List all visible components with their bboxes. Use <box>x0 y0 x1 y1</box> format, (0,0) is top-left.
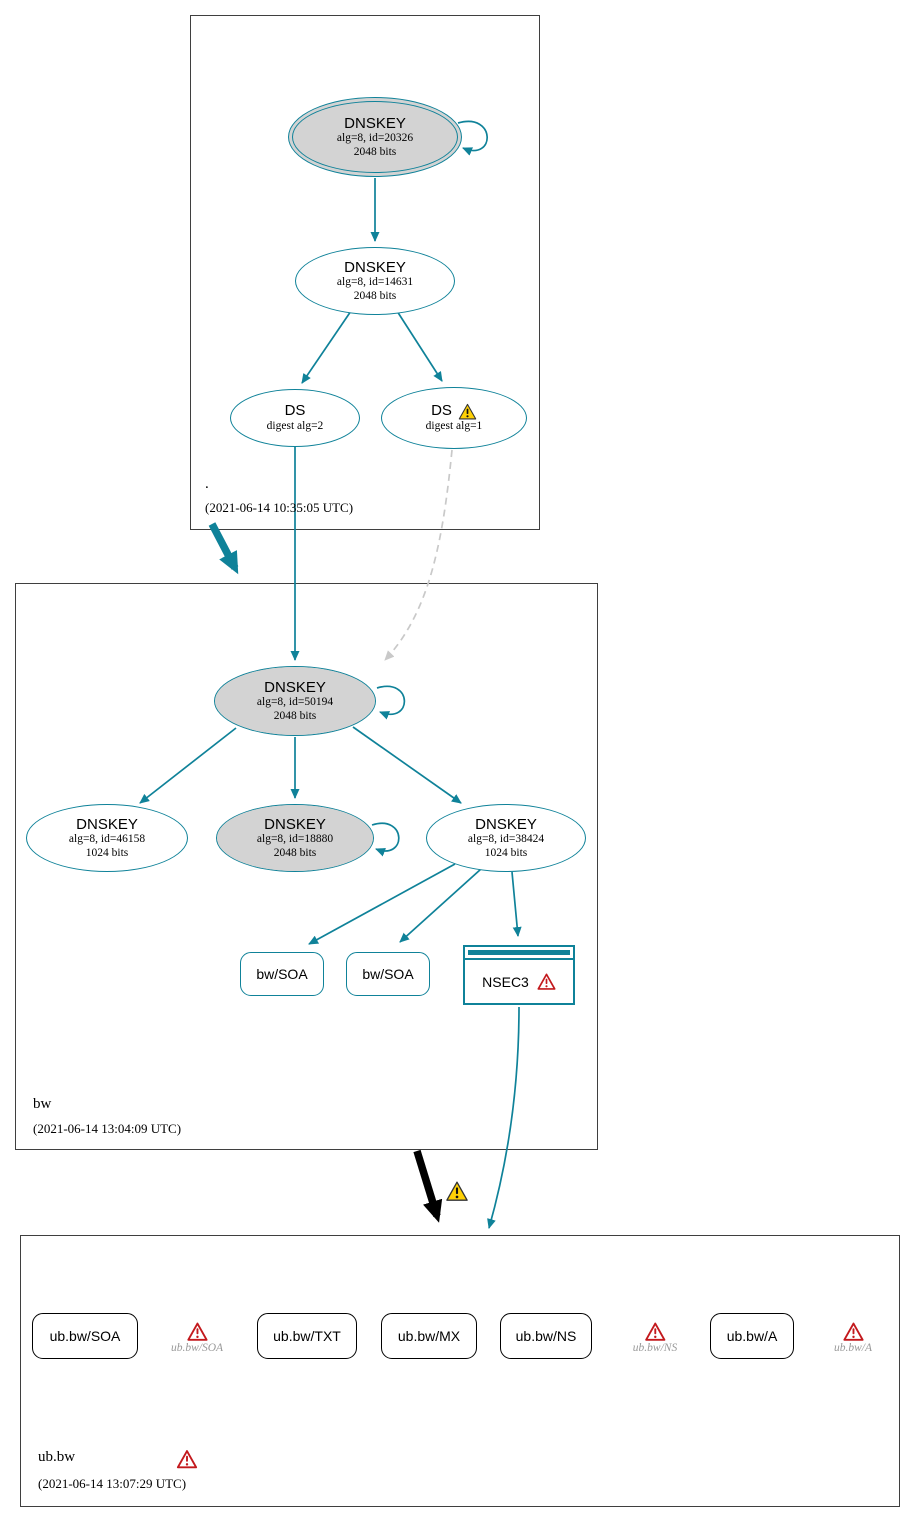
node-title: DNSKEY <box>344 114 406 132</box>
zone-bw-box <box>15 583 598 1150</box>
node-alg: alg=8, id=18880 <box>256 833 334 846</box>
edge-key18880-selfloop <box>371 822 400 857</box>
error-icon <box>644 1322 666 1341</box>
rrset-error-ubbw-a: ub.bw/A <box>834 1322 872 1354</box>
error-icon <box>186 1322 208 1341</box>
zone-root-timestamp: (2021-06-14 10:35:05 UTC) <box>205 500 354 515</box>
edge-root-ksk-selfloop <box>457 120 488 156</box>
dnskey-node-50194[interactable]: DNSKEY alg=8, id=50194 2048 bits <box>214 666 376 736</box>
error-icon <box>842 1322 864 1341</box>
zone-ubbw-label: ub.bw <box>38 1449 76 1465</box>
node-title: DS <box>431 402 452 420</box>
node-title: DNSKEY <box>264 815 326 833</box>
node-title: DNSKEY <box>264 678 326 696</box>
edge-key38424-soa2 <box>399 868 482 943</box>
rrset-bw-soa-1[interactable]: bw/SOA <box>240 952 324 996</box>
rrset-error-ubbw-soa: ub.bw/SOA <box>171 1322 223 1354</box>
rrset-error-label: ub.bw/A <box>833 1342 873 1354</box>
dnskey-node-18880[interactable]: DNSKEY alg=8, id=18880 2048 bits <box>216 804 374 872</box>
node-bits: 2048 bits <box>353 145 397 158</box>
edge-bw-ksk-key38424 <box>352 726 462 804</box>
warning-icon <box>446 1181 469 1202</box>
rrset-label: ub.bw/NS <box>515 1328 577 1344</box>
node-bits: 1024 bits <box>85 846 129 859</box>
nsec3-header <box>465 947 573 960</box>
dnskey-node-38424[interactable]: DNSKEY alg=8, id=38424 1024 bits <box>426 804 586 872</box>
edge-key38424-nsec3 <box>511 871 522 937</box>
edge-root-zsk-ds1 <box>396 310 443 382</box>
zone-bw-timestamp: (2021-06-14 13:04:09 UTC) <box>33 1121 182 1136</box>
zone-ubbw-box <box>20 1235 900 1507</box>
zone-ubbw-timestamp: (2021-06-14 13:07:29 UTC) <box>38 1476 187 1491</box>
error-icon <box>537 973 556 990</box>
warning-icon <box>458 403 477 420</box>
zone-root-box <box>190 15 540 530</box>
rrset-ubbw-mx[interactable]: ub.bw/MX <box>381 1313 477 1359</box>
dnskey-node-46158[interactable]: DNSKEY alg=8, id=46158 1024 bits <box>26 804 188 872</box>
node-alg: digest alg=2 <box>266 420 324 433</box>
rrset-label: ub.bw/TXT <box>273 1328 341 1344</box>
zone-root-label: . <box>205 476 209 492</box>
rrset-error-label: ub.bw/SOA <box>170 1342 224 1354</box>
edge-ds1-bw-ksk-dashed <box>384 449 453 661</box>
node-title: DNSKEY <box>475 815 537 833</box>
rrset-ubbw-soa[interactable]: ub.bw/SOA <box>32 1313 138 1359</box>
node-title: DNSKEY <box>76 815 138 833</box>
rrset-error-ubbw-ns: ub.bw/NS <box>633 1322 677 1354</box>
edge-bw-ksk-selfloop <box>376 685 406 720</box>
edge-root-zsk-ds2 <box>301 310 352 384</box>
node-alg: alg=8, id=14631 <box>336 276 414 289</box>
zone-bw-label: bw <box>33 1096 52 1112</box>
dnskey-node-20326[interactable]: DNSKEY alg=8, id=20326 2048 bits <box>288 97 462 177</box>
nsec3-label: NSEC3 <box>482 973 529 990</box>
rrset-label: ub.bw/MX <box>397 1328 461 1344</box>
rrset-label: bw/SOA <box>256 966 308 982</box>
edge-key38424-soa1 <box>308 863 456 945</box>
node-alg: alg=8, id=50194 <box>256 696 334 709</box>
nsec3-header-stripe <box>468 950 570 955</box>
nsec3-node[interactable]: NSEC3 <box>463 945 575 1005</box>
node-title: DS <box>284 402 306 420</box>
edge-nsec3-ubbw <box>487 1006 520 1229</box>
rrset-bw-soa-2[interactable]: bw/SOA <box>346 952 430 996</box>
rrset-label: ub.bw/A <box>726 1328 778 1344</box>
ds-node-alg1[interactable]: DS digest alg=1 <box>381 387 527 449</box>
node-bits: 2048 bits <box>353 289 397 302</box>
edge-bw-to-ubbw-delegation <box>413 1149 443 1223</box>
node-bits: 2048 bits <box>273 846 317 859</box>
error-icon <box>176 1450 198 1469</box>
rrset-ubbw-a[interactable]: ub.bw/A <box>710 1313 794 1359</box>
rrset-label: ub.bw/SOA <box>49 1328 121 1344</box>
edge-bw-ksk-key46158 <box>139 727 237 804</box>
node-alg: digest alg=1 <box>425 420 483 433</box>
node-alg: alg=8, id=20326 <box>336 132 414 145</box>
rrset-label: bw/SOA <box>362 966 414 982</box>
edge-root-to-bw-delegation <box>208 522 239 575</box>
rrset-error-label: ub.bw/NS <box>632 1342 678 1354</box>
node-title: DNSKEY <box>344 258 406 276</box>
node-bits: 2048 bits <box>273 709 317 722</box>
rrset-ubbw-txt[interactable]: ub.bw/TXT <box>257 1313 357 1359</box>
ds-node-alg2[interactable]: DS digest alg=2 <box>230 389 360 447</box>
node-alg: alg=8, id=46158 <box>68 833 146 846</box>
node-alg: alg=8, id=38424 <box>467 833 545 846</box>
rrset-ubbw-ns[interactable]: ub.bw/NS <box>500 1313 592 1359</box>
dnskey-node-14631[interactable]: DNSKEY alg=8, id=14631 2048 bits <box>295 247 455 315</box>
node-bits: 1024 bits <box>484 846 528 859</box>
